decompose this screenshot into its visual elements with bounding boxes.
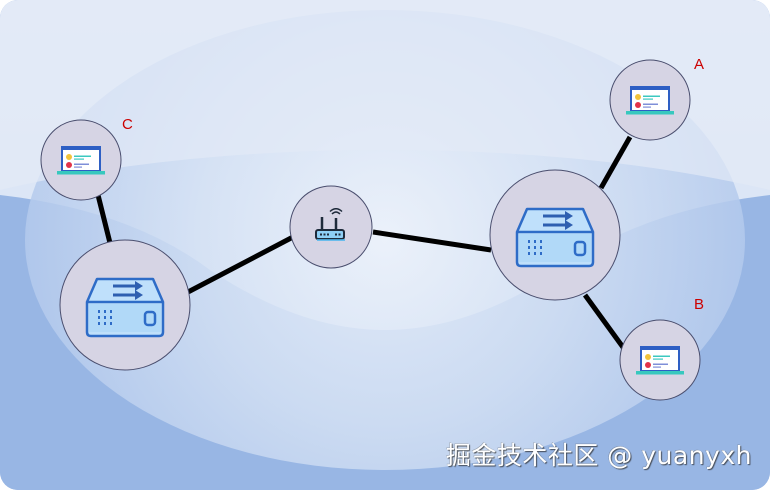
laptop-icon-a [626, 86, 674, 116]
laptop-icon-c [57, 146, 105, 176]
label-c: C [122, 116, 133, 133]
link-router-switch-right [372, 229, 492, 253]
link-switch-right-a [598, 135, 633, 190]
link-c-switch-left [95, 194, 113, 244]
label-b: B [694, 296, 705, 313]
switch-icon-right [515, 207, 595, 268]
link-switch-left-router [186, 234, 295, 295]
links [95, 135, 633, 352]
label-a: A [694, 56, 705, 73]
watermark: 掘金技术社区 @ yuanyxh [445, 441, 752, 470]
nodes [40, 59, 701, 401]
laptop-icon-b [636, 346, 684, 376]
node-router[interactable] [289, 185, 373, 269]
switch-icon-left [85, 277, 165, 338]
link-switch-right-b [582, 293, 628, 352]
